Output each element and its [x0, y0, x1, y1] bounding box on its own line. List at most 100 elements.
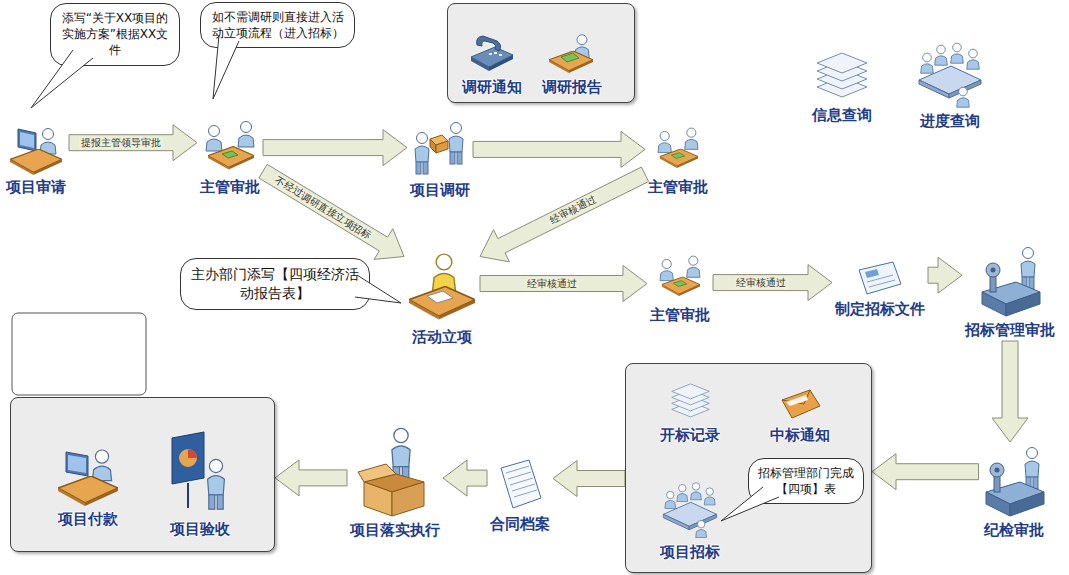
- process-node: 调研通知: [459, 29, 525, 98]
- process-node: 主管审批: [645, 119, 711, 198]
- rect-part: [499, 54, 502, 56]
- polygon-part: [817, 53, 867, 73]
- node-label: 信息查询: [812, 106, 872, 124]
- polygon-part: [663, 502, 716, 526]
- use-part: [10, 149, 62, 175]
- use-part: [409, 287, 475, 320]
- callout-text: 主办部门添写【四项经济活动报告表】: [189, 265, 361, 303]
- use-part: [662, 277, 700, 296]
- flow-arrow: [480, 167, 649, 262]
- polygon-part: [986, 492, 1010, 516]
- polygon-part: [671, 384, 709, 399]
- node-label: 主管审批: [648, 178, 708, 196]
- polygon-part: [18, 129, 36, 151]
- use-part: [658, 131, 671, 152]
- flow-arrow: [553, 461, 625, 497]
- circle-part: [986, 263, 1000, 277]
- polygon-part: [865, 269, 879, 278]
- use-part: [967, 49, 980, 69]
- meeting-icon: [200, 116, 260, 176]
- node-label: 项目付款: [58, 510, 118, 528]
- callout-bubble: 添写“关于XX项目的实施方案”根据XX文件: [50, 3, 180, 66]
- node-label: 项目落实执行: [350, 521, 440, 539]
- polyline-part: [355, 275, 401, 303]
- process-node: 招标管理审批: [962, 242, 1058, 341]
- node-label: 项目审请: [6, 178, 66, 196]
- callout-text: 如不需调研则直接进入活动立项流程（进入招标）: [209, 9, 346, 41]
- flow-arrow: [259, 164, 404, 259]
- survey-icon: [410, 117, 470, 179]
- node-label: 进度查询: [920, 112, 980, 130]
- use-part: [238, 122, 254, 148]
- stack-icon: [668, 379, 713, 424]
- report-icon: [547, 31, 597, 76]
- path-part: [188, 449, 197, 458]
- process-node: 进度查询: [912, 38, 988, 132]
- approval-icon: [978, 244, 1043, 319]
- flow-arrow: [872, 454, 979, 490]
- use-part: [921, 53, 934, 73]
- polygon-part: [213, 35, 239, 99]
- use-part: [207, 459, 224, 509]
- node-label: 中标通知: [770, 426, 830, 444]
- process-node: 项目落实执行: [347, 422, 443, 541]
- polyline-part: [721, 487, 779, 521]
- use-part: [208, 147, 254, 170]
- polygon-part: [919, 80, 949, 98]
- polygon-part: [68, 455, 86, 473]
- group-panel: 项目付款 项目验收: [10, 397, 275, 552]
- callout-text: 添写“关于XX项目的实施方案”根据XX文件: [59, 10, 171, 59]
- path-part: [506, 466, 537, 497]
- use-part: [449, 123, 463, 165]
- desk-icon: [6, 121, 66, 176]
- callout-text: 招标管理部门完成【四项】表: [757, 465, 855, 497]
- polygon-part: [982, 292, 1006, 316]
- node-label: 调研报告: [542, 78, 602, 96]
- node-label: 项目招标: [660, 543, 720, 561]
- group-panel: 调研通知 调研报告: [447, 3, 635, 103]
- polygon-part: [430, 139, 436, 153]
- polygon-part: [392, 482, 424, 516]
- process-node: 调研报告: [539, 29, 605, 98]
- flow-arrow: [443, 460, 487, 496]
- use-part: [935, 45, 948, 65]
- acceptance-icon: [168, 428, 233, 518]
- polygon-part: [20, 132, 34, 148]
- edge-label: 经审核通过: [525, 278, 579, 290]
- flow-arrow: [473, 131, 645, 167]
- callout-bubble: 主办部门添写【四项经济活动报告表】: [180, 258, 370, 310]
- process-node: 开标记录: [657, 377, 723, 446]
- polygon-part: [671, 153, 684, 159]
- circle-part: [990, 268, 995, 273]
- use-part: [660, 149, 698, 168]
- circle-part: [179, 449, 197, 467]
- callout-bubble: 如不需调研则直接进入活动立项流程（进入招标）: [200, 2, 355, 48]
- circle-part: [994, 468, 999, 473]
- flow-arrow: [275, 460, 347, 496]
- group-panel: 开标记录 中标通知 项目招标 招标管理部门完成【四项】表: [625, 363, 872, 573]
- polygon-part: [859, 262, 901, 294]
- polygon-part: [782, 390, 820, 418]
- meeting-icon: [655, 249, 705, 304]
- node-label: 制定招标文件: [835, 300, 925, 318]
- use-part: [687, 256, 700, 277]
- path-part: [867, 275, 895, 287]
- node-label: 活动立项: [412, 328, 472, 346]
- polygon-part: [1010, 492, 1044, 516]
- process-node: 活动立项: [404, 244, 480, 348]
- polygon-part: [489, 55, 513, 71]
- use-part: [957, 87, 970, 107]
- polygon-part: [66, 452, 88, 476]
- use-part: [685, 128, 698, 149]
- polygon-part: [561, 53, 579, 62]
- meeting-icon: [653, 121, 703, 176]
- approval-icon: [982, 444, 1047, 519]
- polygon-part: [358, 464, 396, 482]
- envelope-icon: [778, 384, 823, 424]
- process-node: 项目审请: [3, 119, 69, 198]
- edge-label: 不经过调研直接立项招标: [271, 173, 375, 242]
- node-label: 项目调研: [410, 181, 470, 199]
- desk-icon: [407, 246, 477, 326]
- use-part: [696, 520, 707, 537]
- rect-part: [494, 52, 497, 54]
